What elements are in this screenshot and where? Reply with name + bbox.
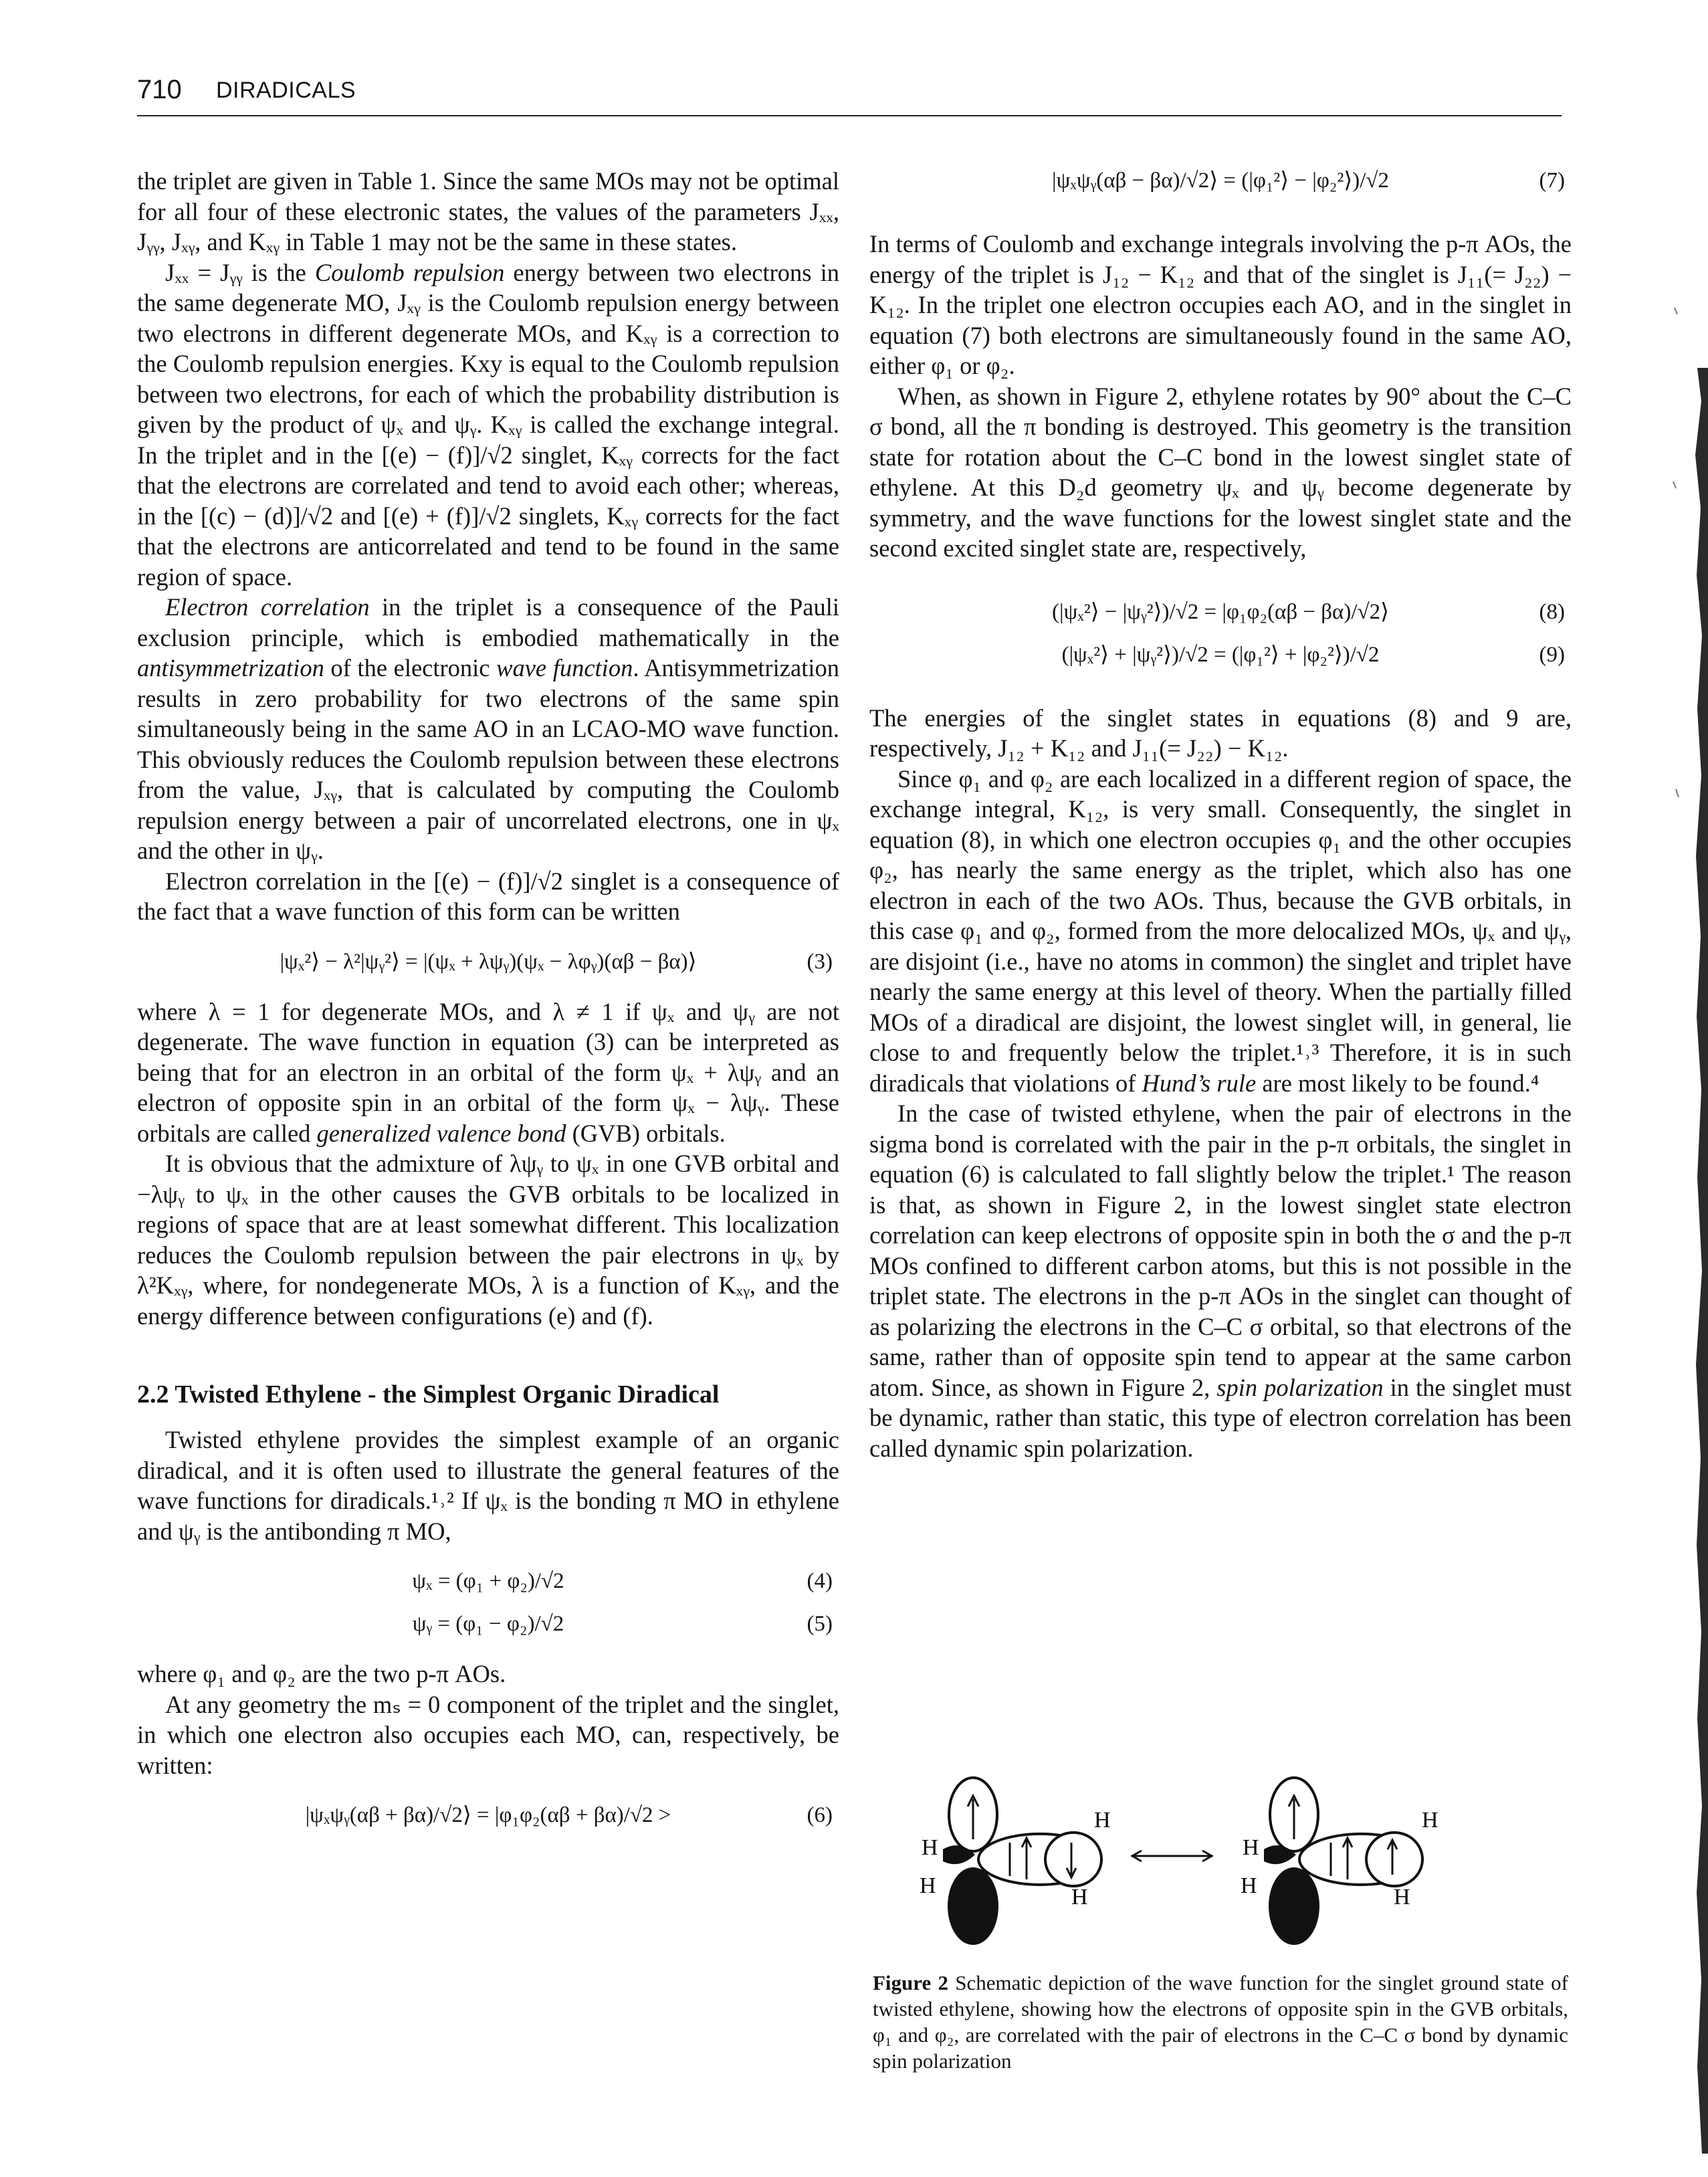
p-orbital-upper-lobe	[948, 1776, 998, 1853]
paragraph: Twisted ethylene provides the simplest e…	[137, 1426, 839, 1545]
paragraph: In the case of twisted ethylene, when th…	[869, 1100, 1572, 1462]
paragraph: At any geometry the mₛ = 0 component of …	[137, 1690, 839, 1779]
section-heading: 2.2 Twisted Ethylene - the Simplest Orga…	[137, 1380, 720, 1409]
resonance-arrow	[1130, 1849, 1214, 1863]
figure-2-diagram: H H H H H H H H	[869, 1776, 1572, 1956]
equation-number: (4)	[807, 1569, 833, 1593]
paragraph: In terms of Coulomb and exchange integra…	[869, 230, 1572, 379]
caption-text: Schematic depiction of the wave function…	[873, 1971, 1568, 2073]
caption-label: Figure 2	[873, 1971, 948, 1994]
atom-label-h: H	[920, 1873, 936, 1898]
equation-expression: (|ψₓ²⟩ − |ψᵧ²⟩)/√2 = |φ₁φ₂(αβ − βα)/√2⟩	[1052, 599, 1389, 624]
atom-label-h: H	[1243, 1835, 1259, 1860]
paragraph: Electron correlation in the [(e) − (f)]/…	[137, 867, 839, 926]
equation-3: |ψₓ²⟩ − λ²|ψᵧ²⟩ = |(ψₓ + λψᵧ)(ψₓ − λφᵧ)(…	[137, 940, 839, 983]
p-orbital-upper-lobe	[1269, 1776, 1319, 1853]
paragraph: where λ = 1 for degenerate MOs, and λ ≠ …	[137, 997, 839, 1147]
page-header: 710 DIRADICALS	[137, 75, 1562, 116]
atom-label-h: H	[1422, 1808, 1438, 1833]
equation-number: (3)	[807, 949, 833, 974]
paragraph: Since φ₁ and φ₂ are each localized in a …	[869, 764, 1572, 1097]
paragraph: The energies of the singlet states in eq…	[869, 704, 1572, 762]
molecule-right: H H H H	[1241, 1776, 1438, 1945]
equation-expression: |ψₓψᵧ(αβ − βα)/√2⟩ = (|φ₁²⟩ − |φ₂²⟩)/√2	[1052, 169, 1389, 193]
equation-number: (9)	[1539, 642, 1565, 667]
p-orbital-lower-lobe	[1269, 1867, 1319, 1945]
equation-5: ψᵧ = (φ₁ − φ₂)/√2 (5)	[137, 1602, 839, 1645]
page-number: 710	[137, 75, 182, 104]
equation-expression: ψᵧ = (φ₁ − φ₂)/√2	[412, 1612, 564, 1636]
p-orbital-right-lobe	[1044, 1831, 1103, 1887]
equation-number: (5)	[807, 1612, 833, 1636]
running-title: DIRADICALS	[216, 78, 356, 103]
atom-label-h: H	[1241, 1873, 1257, 1898]
equation-expression: (|ψₓ²⟩ + |ψᵧ²⟩)/√2 = (|φ₁²⟩ + |φ₂²⟩)/√2	[1061, 642, 1380, 667]
p-orbital-right-lobe	[1365, 1831, 1424, 1887]
paragraph: the triplet are given in Table 1. Since …	[137, 167, 839, 255]
equation-number: (7)	[1539, 169, 1565, 193]
equation-7: |ψₓψᵧ(αβ − βα)/√2⟩ = (|φ₁²⟩ − |φ₂²⟩)/√2 …	[869, 159, 1572, 202]
p-orbital-lower-lobe	[948, 1867, 998, 1945]
equation-expression: ψₓ = (φ₁ + φ₂)/√2	[412, 1569, 564, 1593]
paragraph: Electron correlation in the triplet is a…	[137, 593, 839, 864]
equation-9: (|ψₓ²⟩ + |ψᵧ²⟩)/√2 = (|φ₁²⟩ + |φ₂²⟩)/√2 …	[869, 633, 1572, 676]
paragraph: When, as shown in Figure 2, ethylene rot…	[869, 382, 1572, 562]
atom-label-h: H	[922, 1835, 938, 1860]
equation-6: |ψₓψᵧ(αβ + βα)/√2⟩ = |φ₁φ₂(αβ + βα)/√2 >…	[137, 1794, 839, 1837]
ch-bond-lobe	[943, 1845, 975, 1865]
equation-expression: |ψₓ²⟩ − λ²|ψᵧ²⟩ = |(ψₓ + λψᵧ)(ψₓ − λφᵧ)(…	[280, 949, 697, 974]
atom-label-h: H	[1394, 1885, 1410, 1909]
paragraph: It is obvious that the admixture of λψᵧ …	[137, 1150, 839, 1330]
equation-8: (|ψₓ²⟩ − |ψᵧ²⟩)/√2 = |φ₁φ₂(αβ − βα)/√2⟩ …	[869, 591, 1572, 633]
equation-expression: |ψₓψᵧ(αβ + βα)/√2⟩ = |φ₁φ₂(αβ + βα)/√2 >	[305, 1803, 671, 1827]
equation-4: ψₓ = (φ₁ + φ₂)/√2 (4)	[137, 1560, 839, 1602]
header-rule	[137, 115, 1562, 116]
equation-number: (6)	[807, 1803, 833, 1827]
scanned-page-edge	[1673, 307, 1708, 2154]
left-column: the triplet are given in Table 1. Since …	[137, 166, 839, 1837]
molecule-left: H H H H	[920, 1776, 1111, 1945]
equation-number: (8)	[1539, 599, 1565, 624]
right-column: |ψₓψᵧ(αβ − βα)/√2⟩ = (|φ₁²⟩ − |φ₂²⟩)/√2 …	[869, 159, 1572, 1463]
paragraph: where φ₁ and φ₂ are the two p-π AOs.	[137, 1660, 506, 1687]
paragraph: Jₓₓ = Jᵧᵧ is the Coulomb repulsion energ…	[137, 258, 839, 591]
atom-label-h: H	[1094, 1808, 1111, 1833]
atom-label-h: H	[1071, 1885, 1088, 1909]
figure-caption: Figure 2 Schematic depiction of the wave…	[873, 1970, 1568, 2074]
twisted-ethylene-diagram: H H H H H H H H	[920, 1776, 1438, 1945]
